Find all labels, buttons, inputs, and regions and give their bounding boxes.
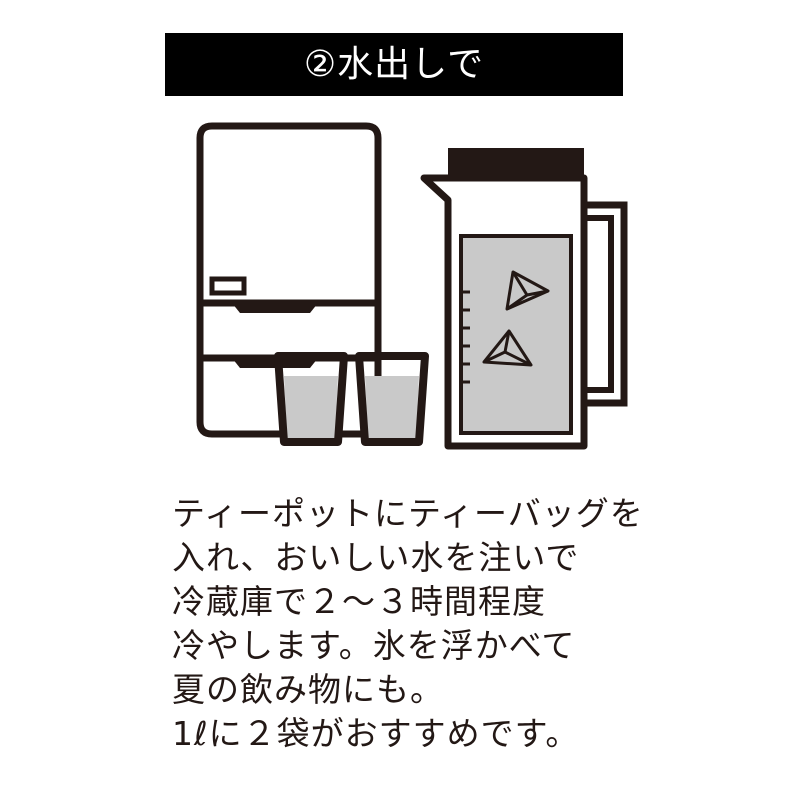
title-text: ②水出しで [303,43,485,85]
glass-left-icon [274,352,348,446]
illustration [196,122,628,450]
instruction-line: 入れ、おいしい水を注いで [172,538,580,577]
instruction-line: 1ℓに２袋がおすすめです。 [172,714,580,753]
pitcher-icon [420,148,628,450]
instruction-line: ティーポットにティーバッグを [172,494,644,533]
tea-bag-lower-icon [482,329,533,367]
title-banner: ②水出しで [165,33,623,96]
glass-right-icon [355,352,429,446]
drawer-handle-upper [232,303,318,313]
instructions: ティーポットにティーバッグを 入れ、おいしい水を注いで 冷蔵庫で２～３時間程度 … [172,492,772,756]
instruction-line: 冷やします。氷を浮かべて [172,626,576,665]
tea-bag-upper-icon [505,270,550,311]
instruction-line: 夏の飲み物にも。 [172,670,444,709]
instruction-line: 冷蔵庫で２～３時間程度 [172,582,546,621]
